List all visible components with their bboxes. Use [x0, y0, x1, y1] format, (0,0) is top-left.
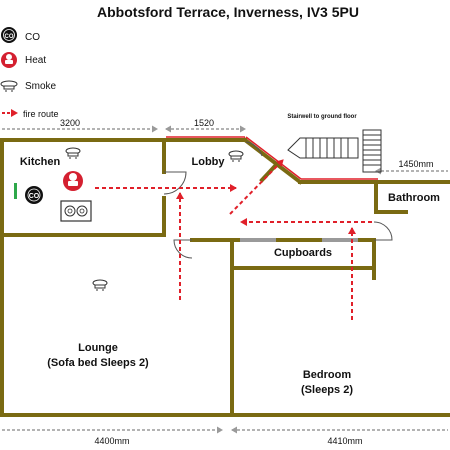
kitchen-heat-detector-icon: [63, 171, 83, 191]
legend-fire-route-label: fire route: [23, 109, 59, 119]
kitchen-label: Kitchen: [20, 156, 61, 168]
cupboard-door-right: [322, 238, 358, 242]
fire-route-wall-diagonal: [245, 136, 302, 180]
stove-icon: [60, 200, 92, 222]
lounge-sublabel: (Sofa bed Sleeps 2): [47, 357, 149, 369]
lobby-label: Lobby: [192, 156, 226, 168]
cupboards-label: Cupboards: [274, 247, 332, 259]
kitchen-smoke-detector-icon: [65, 147, 81, 159]
kitchen-co-detector-icon: CO: [25, 186, 43, 204]
legend-co-label: CO: [25, 32, 40, 43]
bedroom-label: Bedroom: [303, 369, 352, 381]
legend-smoke-label: Smoke: [25, 81, 57, 92]
legend-heat-label: Heat: [25, 55, 46, 66]
heat-detector-icon: [1, 52, 17, 68]
stairs-icon: [287, 129, 382, 173]
fire-routes: [95, 159, 372, 320]
lobby-width: 1520: [194, 118, 214, 128]
lounge-smoke-detector-icon: [92, 279, 108, 291]
legend: CO CO Heat Smoke fire route: [0, 27, 59, 119]
plan-title: Abbotsford Terrace, Inverness, IV3 5PU: [97, 4, 359, 20]
stair-label: Stairwell to ground floor: [287, 114, 357, 120]
bathroom-width: 1450mm: [398, 159, 433, 169]
fire-route-lobby: [229, 159, 284, 215]
kitchen-width: 3200: [60, 118, 80, 128]
green-marker: [14, 183, 17, 199]
lobby-smoke-detector-icon: [228, 150, 244, 162]
bedroom-width: 4410mm: [327, 436, 362, 446]
smoke-detector-icon: [0, 80, 18, 92]
bathroom-door-swing: [373, 221, 393, 241]
lounge-label: Lounge: [78, 342, 118, 354]
entrance-door-swing: [245, 141, 263, 157]
bedroom-sublabel: (Sleeps 2): [301, 384, 353, 396]
lounge-width: 4400mm: [94, 436, 129, 446]
walls: [0, 137, 450, 417]
cupboard-door-left: [240, 238, 276, 242]
kitchen-co-label: CO: [29, 193, 40, 200]
kitchen-door-swing: [163, 171, 187, 195]
svg-text:CO: CO: [5, 34, 14, 40]
lounge-door-swing: [173, 239, 193, 259]
co-detector-icon: CO: [1, 27, 17, 43]
bathroom-label: Bathroom: [388, 192, 440, 204]
dimensions: 3200 1520 1450mm 4400mm 4410mm: [2, 118, 448, 446]
